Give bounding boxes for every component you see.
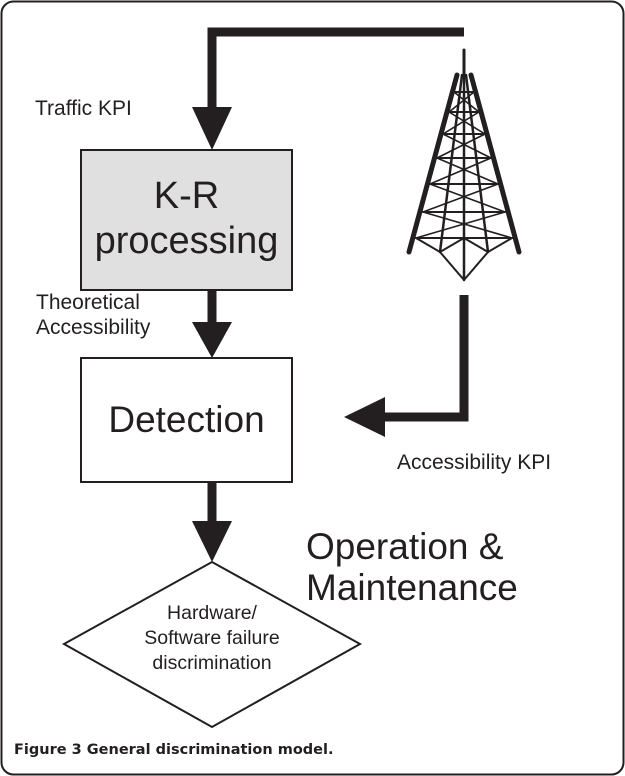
diamond-label-line2: Software failure (144, 627, 280, 649)
kr-label-line2: processing (94, 220, 279, 262)
failure-discrimination-diamond (61, 560, 363, 729)
detection-label: Detection (108, 399, 265, 440)
discrimination-arrowhead (192, 521, 232, 562)
om-label-line1: Operation & (306, 526, 504, 567)
diamond-label-line3: discrimination (152, 652, 272, 674)
theoretical-label-line1: Theoretical (36, 291, 140, 314)
om-label-line2: Maintenance (306, 567, 518, 608)
accessibility-kpi-arrowhead (344, 397, 385, 437)
kr-label-line1: K-R (153, 175, 220, 217)
theoretical-accessibility-label: Theoretical Accessibility (36, 290, 150, 340)
detection-box (80, 357, 293, 483)
operation-maintenance-label: Operation & Maintenance (306, 526, 518, 608)
figure-caption-text: General discrimination model. (86, 742, 334, 758)
diamond-label-line1: Hardware/ (167, 602, 257, 624)
figure-caption: Figure 3 General discrimination model. (14, 742, 334, 758)
figure-number: Figure 3 (14, 742, 82, 758)
accessibility-kpi-connector (382, 295, 469, 422)
theoretical-accessibility-arrowhead (192, 322, 232, 358)
radio-tower-icon (406, 48, 522, 282)
kr-processing-box (80, 149, 293, 291)
traffic-kpi-connector (207, 27, 464, 112)
kr-processing-label: K-R processing (81, 174, 292, 264)
theoretical-label-line2: Accessibility (36, 316, 151, 339)
diamond-label: Hardware/ Software failure discriminatio… (112, 601, 312, 676)
accessibility-kpi-label: Accessibility KPI (397, 451, 552, 474)
traffic-kpi-arrowhead (192, 107, 232, 150)
traffic-kpi-label: Traffic KPI (35, 97, 132, 120)
